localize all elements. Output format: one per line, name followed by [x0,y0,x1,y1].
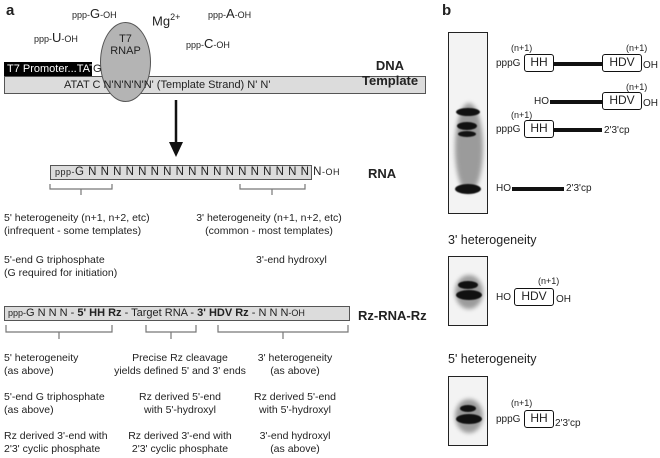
row2-line [550,100,602,104]
row3-pppg: pppG [496,124,521,135]
t7-rnap-shape [100,22,151,102]
row4-cp: 2'3'cp [566,183,592,194]
gel3-band-2 [456,414,482,424]
gel-5p-heterogeneity [448,376,488,446]
row2-hdv-n1: (n+1) [626,82,648,92]
gel1-band-2 [457,122,477,130]
row1-oh: OH [643,60,658,71]
gel2-band-1 [458,281,478,289]
rna-heading: RNA [368,166,397,181]
gel3-band-1 [460,405,476,412]
down-arrow-icon [169,100,183,157]
rna-3p-hydroxyl: 3'-end hydroxyl [256,254,327,266]
gel2-band-2 [456,290,482,300]
row1-hh-n1: (n+1) [511,43,533,53]
t7-promoter: T7 Promoter...TATA [4,62,102,76]
rz-right-note-1: 3' heterogeneity(as above) [257,352,333,377]
row1-hdv-box: HDV [602,54,642,72]
gel-3p-heterogeneity [448,256,488,326]
row3-line [554,128,602,132]
het3-oh: OH [556,294,571,305]
het5-hh-box: HH [524,410,554,428]
row4-ho: HO [496,183,511,194]
ntp-c: ppp-C-OH [186,36,230,51]
row2-ho: HO [534,96,549,107]
rz-rna-rz-bar: ppp-G N N N - 5' HH Rz - Target RNA - 3'… [4,306,350,321]
ntp-g: ppp-G-OH [72,6,117,21]
ntp-mg: Mg2+ [152,12,181,29]
rna-brackets [49,184,306,195]
gel1-band-1 [456,108,480,116]
panel-a-letter: a [6,2,15,19]
panel-b-letter: b [442,2,452,19]
het3-hdv-box: HDV [514,288,554,306]
rz-rna-rz-heading: Rz-RNA-Rz [358,308,427,323]
row1-hdv-n1: (n+1) [626,43,648,53]
row4-line [512,187,564,191]
row3-hh-n1: (n+1) [511,110,533,120]
gel1-band-3 [458,131,476,137]
rz-left-note-1: 5' heterogeneity(as above) [4,352,79,377]
row1-pppg: pppG [496,58,521,69]
promoter-g: G [93,63,102,75]
row3-cp: 2'3'cp [604,125,630,136]
rna-3p-heterogeneity: 3' heterogeneity (n+1, n+2, etc)(common … [196,212,342,237]
rna-5p-triphosphate: 5'-end G triphosphate(G required for ini… [4,254,118,279]
rna-5p-heterogeneity: 5' heterogeneity (n+1, n+2, etc)(infrequ… [4,212,150,237]
gel1-band-4 [455,184,481,194]
het5-title: 5' heterogeneity [448,352,537,366]
het5-pppg: pppG [496,414,521,425]
ntp-a: ppp-A-OH [208,6,252,21]
gel-full-length [448,32,488,214]
rz-left-note-2: 5'-end G triphosphate(as above) [4,391,105,416]
row1-hh-box: HH [524,54,554,72]
row3-hh-box: HH [524,120,554,138]
ntp-u: ppp-U-OH [34,30,78,45]
rz-brackets [5,325,349,339]
het3-title: 3' heterogeneity [448,233,537,247]
row2-hdv-box: HDV [602,92,642,110]
rna-transcript-bar: ppp-G N N N N N N N N N N N N N N N N N … [50,165,339,180]
rz-right-note-3: 3'-end hydroxyl(as above) [259,430,331,455]
het3-ho: HO [496,292,511,303]
row2-oh: OH [643,98,658,109]
template-sequence: ATAT C N'N'N'N'N' (Template Strand) N' N… [64,79,271,91]
het3-n1: (n+1) [538,276,560,286]
het5-n1: (n+1) [511,398,533,408]
het5-cp: 2'3'cp [555,418,581,429]
row1-line [554,62,602,66]
